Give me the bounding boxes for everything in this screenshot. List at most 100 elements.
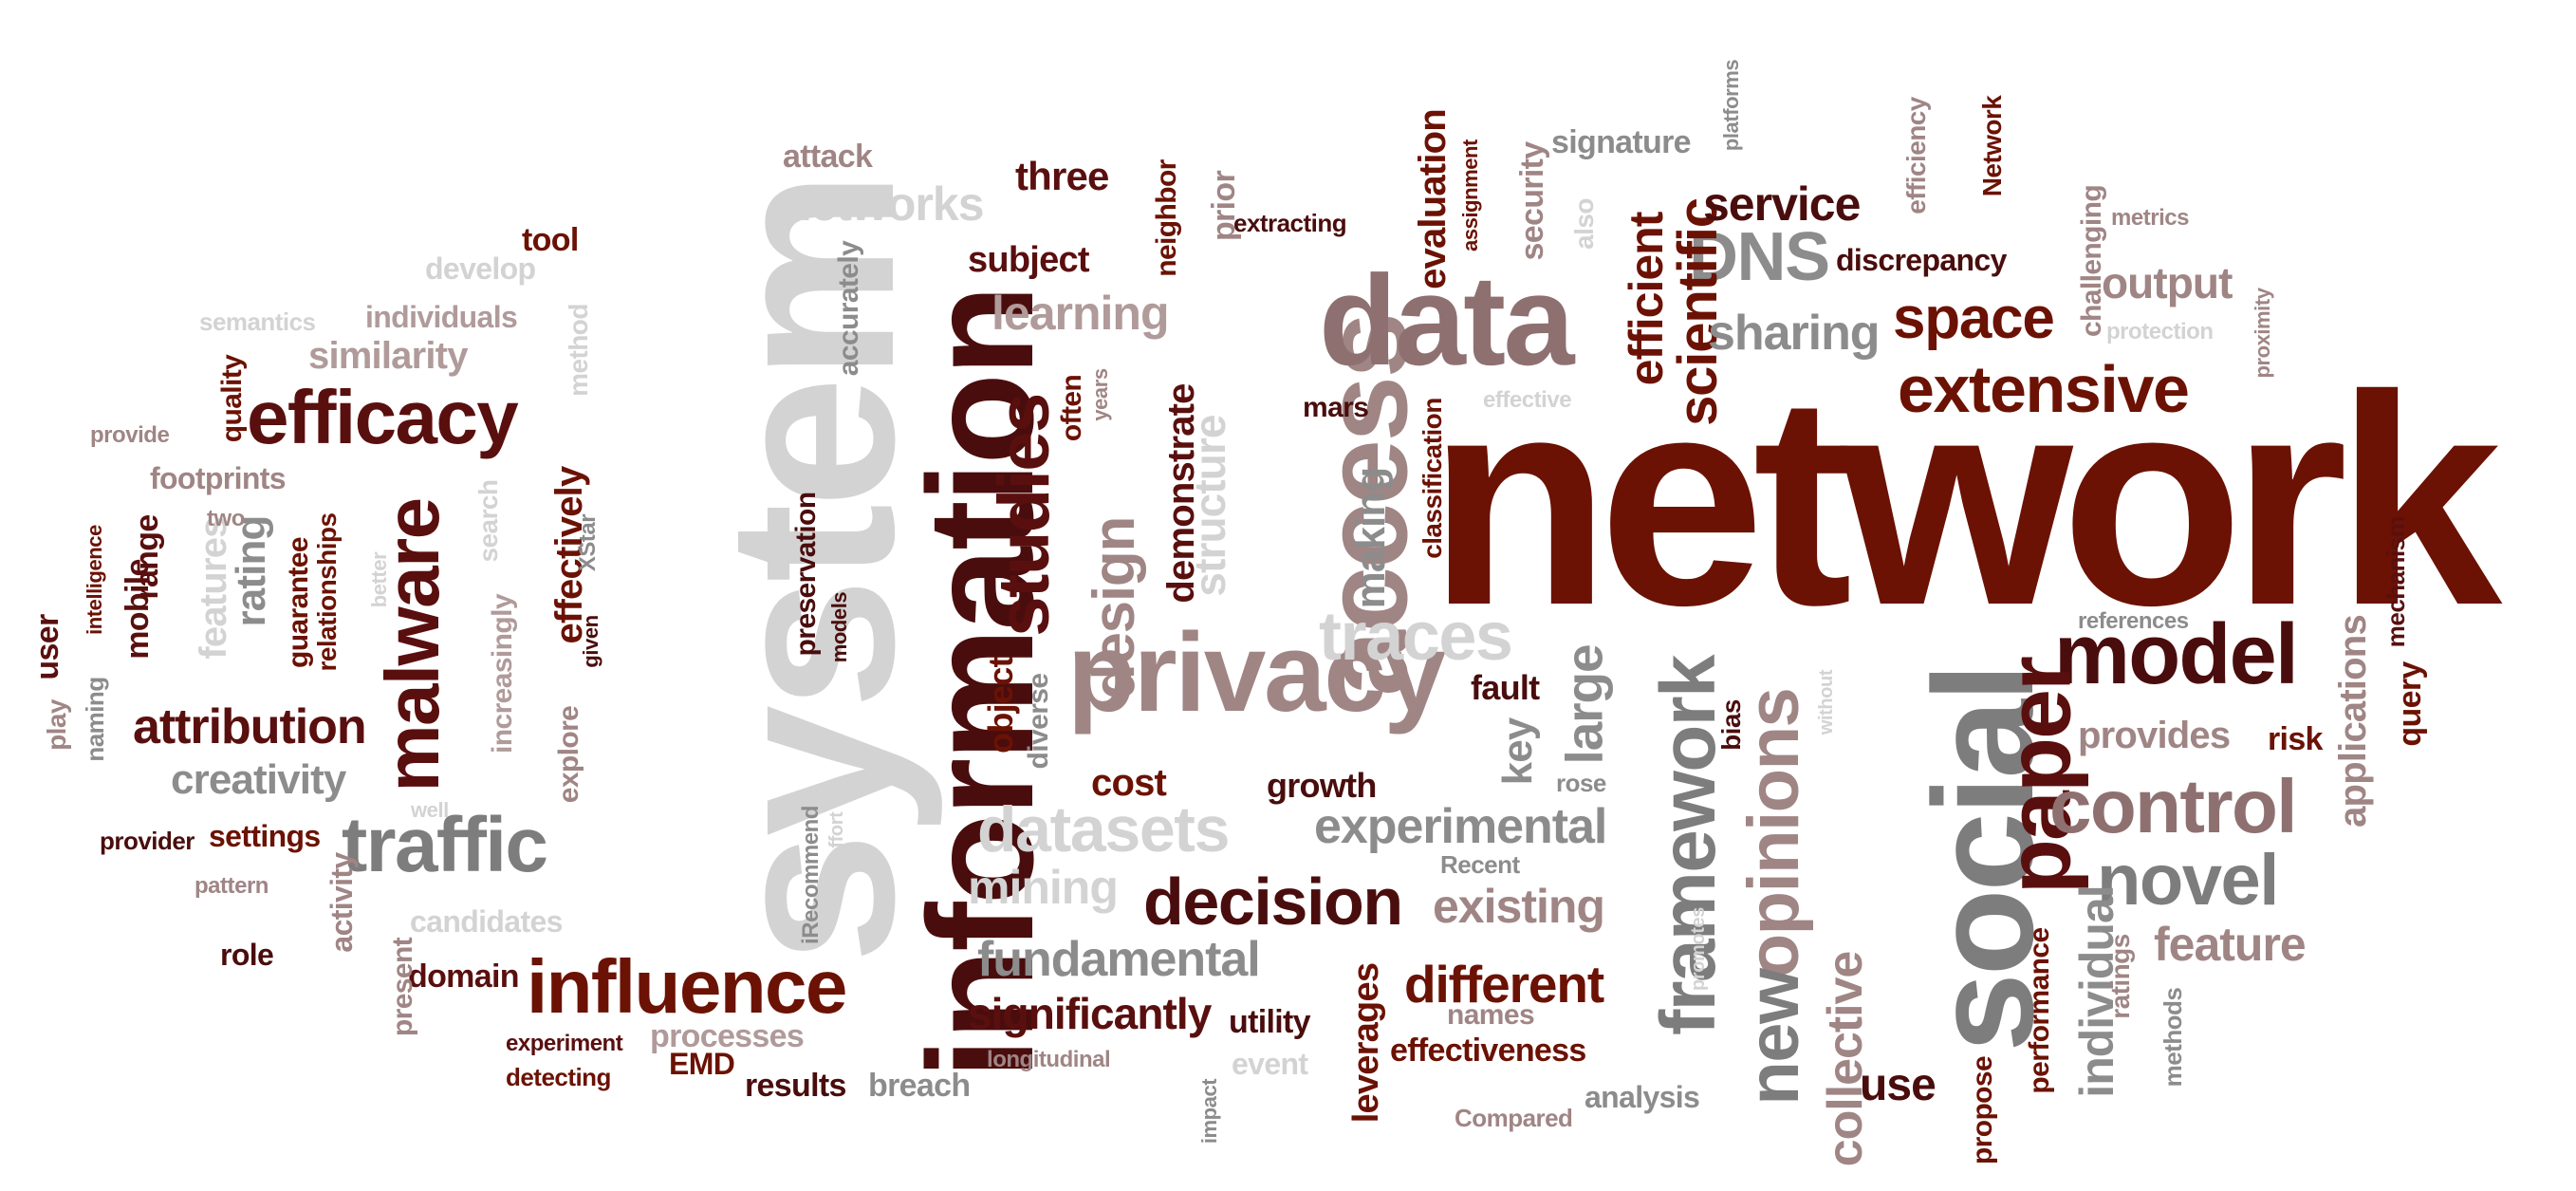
word-datasets: datasets xyxy=(977,793,1230,865)
word-traces: traces xyxy=(1319,599,1513,675)
word-domain: domain xyxy=(408,958,520,995)
word-prior: prior xyxy=(1206,170,1242,242)
word-settings: settings xyxy=(209,819,321,853)
word-promotes: promotes xyxy=(1688,907,1709,991)
word-quality: quality xyxy=(216,354,248,443)
word-model: model xyxy=(2054,607,2299,702)
word-detecting: detecting xyxy=(506,1063,611,1091)
word-experimental: experimental xyxy=(1314,799,1607,854)
word-sharing: sharing xyxy=(1708,306,1881,361)
word-ratings: ratings xyxy=(2105,934,2135,1019)
word-query: query xyxy=(2392,661,2428,747)
word-intelligence: intelligence xyxy=(83,525,106,635)
word-novel: novel xyxy=(2097,840,2279,921)
word-search: search xyxy=(473,479,503,563)
word-making: making xyxy=(1347,467,1394,609)
word-naming: naming xyxy=(81,677,109,762)
word-method: method xyxy=(564,304,593,397)
word-existing: existing xyxy=(1433,880,1605,933)
word-play: play xyxy=(42,699,71,751)
word-diverse: diverse xyxy=(1023,673,1054,770)
word-Compared: Compared xyxy=(1455,1104,1573,1132)
word-range: range xyxy=(129,514,165,600)
word-security: security xyxy=(1514,141,1550,261)
word-better: better xyxy=(367,551,391,608)
word-creativity: creativity xyxy=(171,756,346,803)
word-years: years xyxy=(1088,368,1112,421)
word-challenging: challenging xyxy=(2076,184,2107,338)
word-effort: effort xyxy=(826,811,847,859)
word-EMD: EMD xyxy=(669,1047,735,1081)
word-decision: decision xyxy=(1143,865,1403,939)
word-role: role xyxy=(220,938,274,972)
word-leverages: leverages xyxy=(1346,962,1386,1124)
word-names: names xyxy=(1447,999,1535,1031)
word-results: results xyxy=(745,1068,846,1104)
word-signature: signature xyxy=(1551,124,1692,160)
word-new: new xyxy=(1733,969,1814,1106)
word-network: network xyxy=(1428,333,2502,667)
word-extracting: extracting xyxy=(1233,209,1347,237)
word-present: present xyxy=(387,937,418,1037)
word-without: without xyxy=(1816,669,1837,735)
word-bias: bias xyxy=(1716,699,1746,751)
word-also: also xyxy=(1569,198,1599,250)
word-pattern: pattern xyxy=(195,873,269,899)
word-studies: studies xyxy=(984,394,1065,637)
word-methods: methods xyxy=(2159,987,2187,1088)
word-propose: propose xyxy=(1967,1055,1998,1165)
word-utility: utility xyxy=(1229,1004,1311,1040)
word-discrepancy: discrepancy xyxy=(1836,243,2007,277)
word-different: different xyxy=(1404,955,1604,1014)
word-control: control xyxy=(2049,764,2298,848)
word-privacy: privacy xyxy=(1067,610,1446,735)
word-protection: protection xyxy=(2106,319,2214,344)
word-key: key xyxy=(1494,717,1541,786)
word-DNS: DNS xyxy=(1689,219,1830,295)
word-individuals: individuals xyxy=(365,300,518,334)
word-efficacy: efficacy xyxy=(247,375,519,459)
word-activity: activity xyxy=(324,852,359,953)
word-platforms: platforms xyxy=(1719,59,1743,152)
word-semantics: semantics xyxy=(199,307,316,336)
word-increasingly: increasingly xyxy=(487,594,518,754)
word-design: design xyxy=(1082,516,1147,700)
word-collective: collective xyxy=(1818,951,1873,1167)
word-networks: networks xyxy=(783,177,985,231)
word-candidates: candidates xyxy=(410,904,563,939)
word-classification: classification xyxy=(1418,398,1447,559)
word-fault: fault xyxy=(1471,668,1540,707)
word-space: space xyxy=(1893,286,2055,351)
word-develop: develop xyxy=(425,251,536,286)
word-accurately: accurately xyxy=(833,240,864,377)
word-growth: growth xyxy=(1267,766,1377,805)
word-mars: mars xyxy=(1303,392,1369,423)
word-attribution: attribution xyxy=(133,699,367,754)
word-Network: Network xyxy=(1977,95,2007,197)
word-analysis: analysis xyxy=(1585,1080,1700,1114)
word-large: large xyxy=(1554,644,1614,765)
word-proximity: proximity xyxy=(2251,288,2274,379)
word-metrics: metrics xyxy=(2111,205,2190,231)
word-three: three xyxy=(1015,154,1109,198)
word-applications: applications xyxy=(2332,615,2374,828)
word-models: models xyxy=(827,591,851,663)
word-performance: performance xyxy=(2024,927,2055,1094)
word-fundamental: fundamental xyxy=(977,932,1261,987)
word-extensive: extensive xyxy=(1898,352,2190,426)
word-service: service xyxy=(1703,177,1861,231)
word-given: given xyxy=(579,615,602,668)
word-guarantee: guarantee xyxy=(283,537,314,668)
word-provides: provides xyxy=(2078,715,2231,756)
word-opinions: opinions xyxy=(1733,688,1814,978)
word-processes: processes xyxy=(650,1018,805,1054)
word-references: references xyxy=(2078,608,2189,634)
word-rose: rose xyxy=(1556,769,1606,797)
word-risk: risk xyxy=(2268,721,2323,757)
word-mining: mining xyxy=(968,861,1119,914)
word-traffic: traffic xyxy=(342,802,548,888)
word-breach: breach xyxy=(868,1068,971,1104)
word-subject: subject xyxy=(968,240,1089,280)
word-often: often xyxy=(1056,374,1087,442)
word-iRecommend: iRecommend xyxy=(798,806,824,944)
